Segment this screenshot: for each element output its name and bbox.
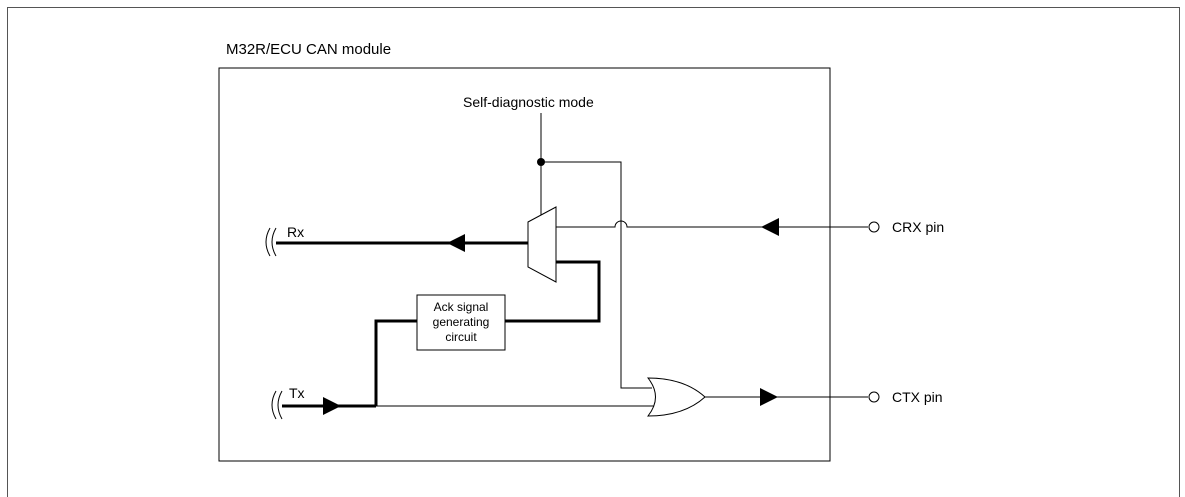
or-gate (646, 377, 706, 417)
ack-to-mux-line (505, 260, 601, 323)
crx-pin-terminal (868, 221, 880, 233)
module-label: M32R/ECU CAN module (226, 41, 391, 58)
ctx-pin-label: CTX pin (892, 389, 943, 405)
ctx-pin-terminal (868, 391, 880, 403)
crx-arrow (761, 218, 779, 236)
figure-frame (7, 7, 1180, 497)
rx-break-symbol (265, 227, 277, 257)
self-diag-to-or-line (541, 161, 652, 389)
tx-arrow (323, 397, 341, 415)
tx-to-ack-line (374, 319, 417, 406)
ack-label-line2: generating (433, 315, 490, 329)
multiplexer (527, 206, 557, 283)
ack-label-line1: Ack signal (434, 300, 489, 314)
ack-label-line3: circuit (445, 330, 477, 344)
tx-break-symbol (271, 390, 283, 420)
crx-line (556, 220, 868, 228)
crx-pin-label: CRX pin (892, 219, 944, 235)
rx-label: Rx (287, 224, 304, 240)
rx-arrow (447, 234, 465, 252)
ack-signal-generating-circuit (416, 294, 506, 351)
tx-label: Tx (289, 385, 305, 401)
module-box (218, 67, 831, 462)
ctx-arrow (760, 388, 778, 406)
self-diagnostic-mode-label: Self-diagnostic mode (463, 94, 594, 110)
